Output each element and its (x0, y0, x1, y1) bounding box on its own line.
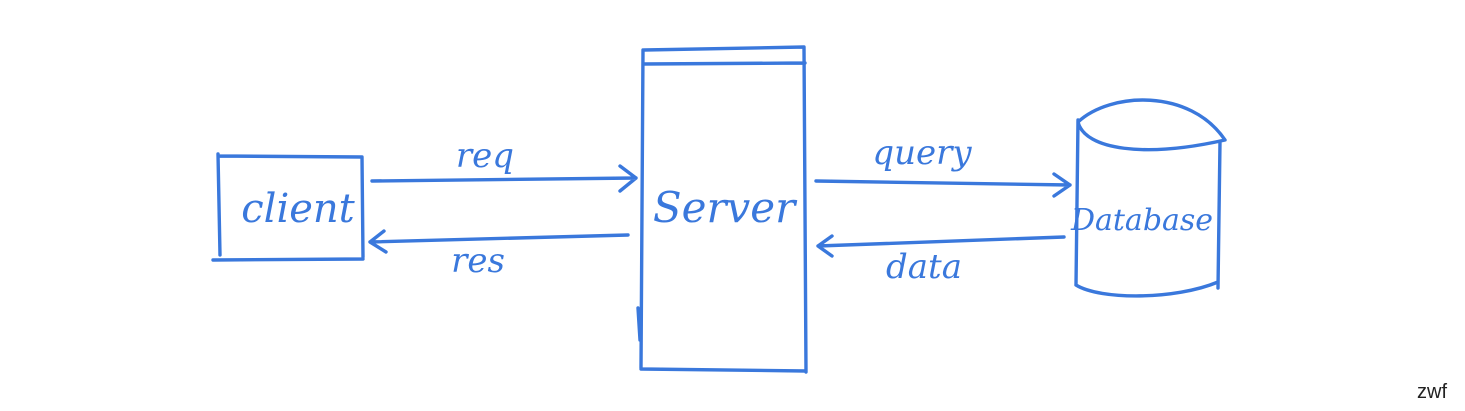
req-label: req (456, 136, 514, 176)
query-arrow (814, 172, 1072, 198)
query-label: query (872, 133, 972, 173)
client-box-outline (211, 152, 365, 262)
database-label: Database (1070, 203, 1213, 238)
res-arrow (368, 229, 630, 254)
res-label: res (451, 241, 505, 281)
edge-res: res (368, 229, 630, 281)
data-arrow (816, 234, 1066, 258)
server-node: Server (636, 45, 808, 374)
data-label: data (886, 247, 962, 287)
edge-query: query (814, 133, 1072, 198)
client-label: client (241, 186, 355, 232)
database-cylinder-outline (1074, 98, 1227, 298)
edge-req: req (370, 136, 638, 193)
edge-data: data (816, 234, 1066, 287)
client-node: client (211, 152, 365, 262)
database-node: Database (1070, 98, 1227, 298)
server-box-outline (636, 45, 808, 374)
req-arrow (370, 164, 638, 193)
server-label: Server (653, 183, 798, 232)
signature-text: zwf (1417, 381, 1447, 403)
